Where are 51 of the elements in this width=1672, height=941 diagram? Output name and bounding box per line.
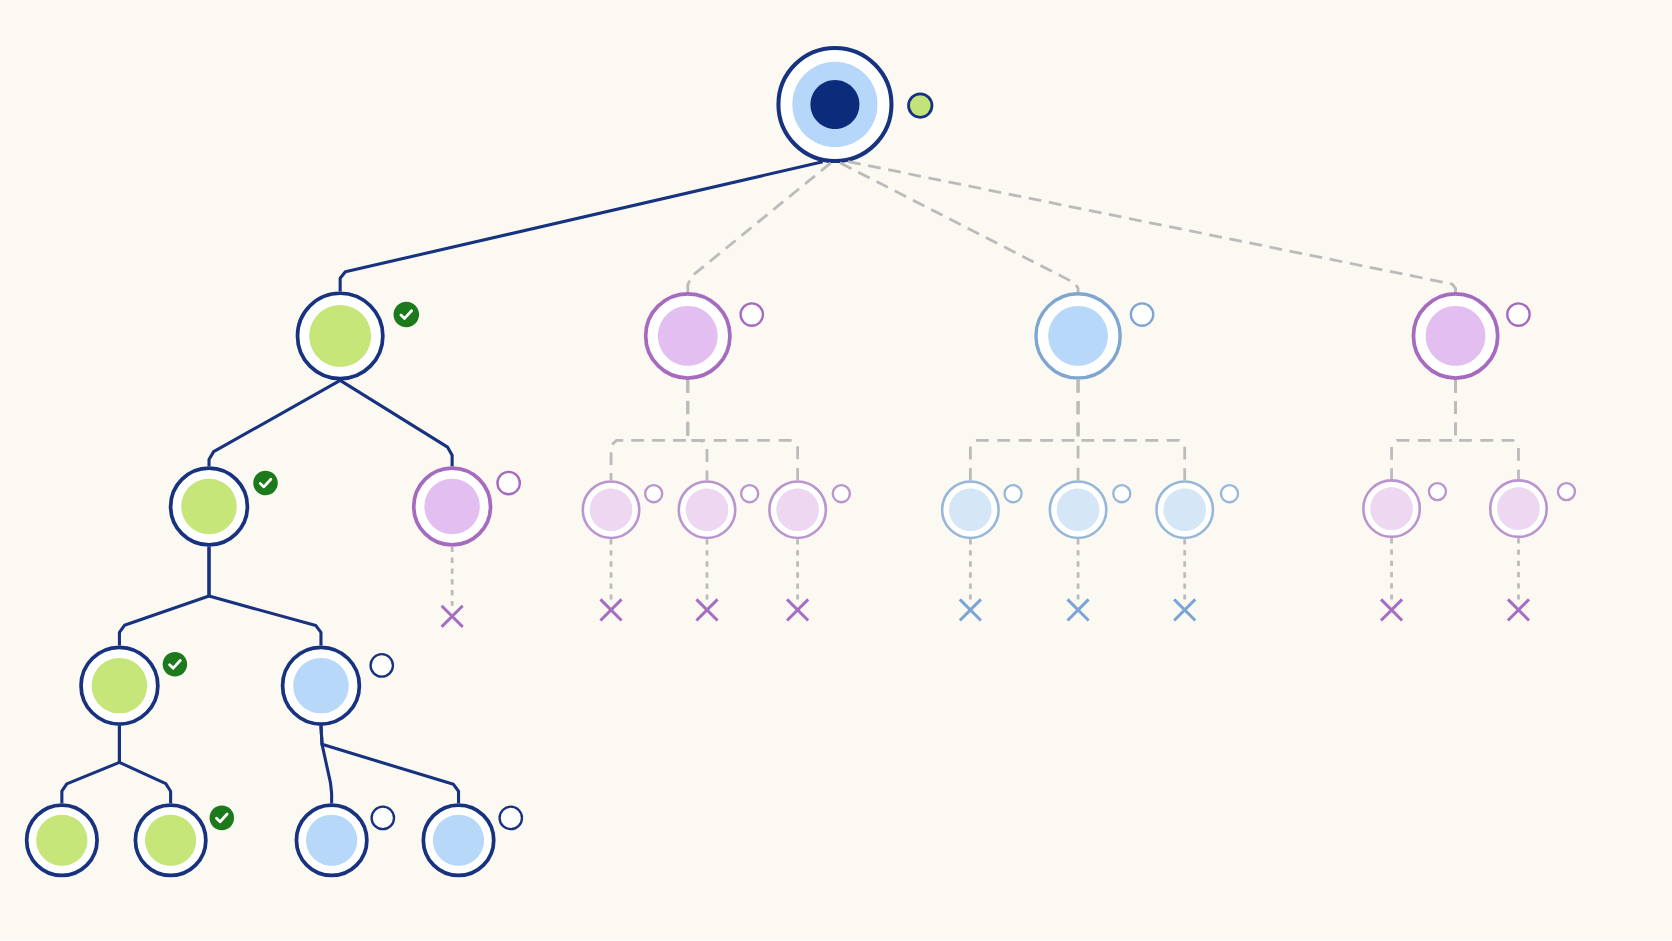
- connector-line: [839, 161, 1080, 293]
- connector-line: [339, 379, 454, 467]
- circle-node: [295, 291, 385, 381]
- circle-node: [168, 466, 250, 547]
- circle-node: [280, 645, 362, 727]
- connector-line: [1454, 380, 1520, 480]
- circle-node: [411, 466, 493, 547]
- circle-node: [294, 803, 369, 878]
- connector-line: [450, 547, 454, 607]
- cross-mark: [1172, 598, 1197, 623]
- cross-mark: [1379, 598, 1404, 623]
- circle-node: [1034, 292, 1122, 380]
- connector-line: [686, 162, 832, 293]
- cross-mark: [1066, 598, 1091, 623]
- circle-node: [768, 480, 828, 540]
- connector-line: [338, 160, 824, 292]
- circle-node: [1362, 479, 1422, 539]
- connector-line: [969, 539, 972, 600]
- connector-line: [319, 726, 461, 804]
- connector-line: [1390, 538, 1393, 600]
- circle-node: [421, 803, 496, 878]
- connector-line: [1183, 539, 1187, 600]
- connector-line: [796, 539, 799, 600]
- circle-node: [1048, 480, 1108, 540]
- circle-node: [79, 645, 160, 727]
- connector-line: [117, 726, 173, 804]
- connector-line: [705, 539, 709, 600]
- connector-line: [686, 380, 799, 481]
- circle-node: [677, 480, 737, 540]
- connector-line: [1076, 539, 1080, 600]
- circle-node: [1411, 292, 1500, 381]
- cross-mark: [440, 604, 465, 629]
- connector-line: [1517, 538, 1520, 600]
- cross-mark: [694, 598, 720, 623]
- circle-node: [940, 480, 1000, 540]
- circle-node: [776, 46, 894, 164]
- connector-line: [1076, 379, 1187, 481]
- connector-line: [847, 160, 1457, 293]
- circle-node: [24, 803, 99, 878]
- circle-node: [133, 803, 208, 878]
- cross-mark: [598, 598, 624, 623]
- connector-line: [207, 379, 341, 467]
- cross-mark: [1506, 598, 1531, 623]
- connector-line: [609, 539, 613, 600]
- cross-mark: [958, 598, 983, 623]
- cross-mark: [785, 598, 810, 623]
- circle-node: [1155, 480, 1215, 540]
- connector-line: [207, 547, 323, 646]
- circle-node: [1488, 479, 1548, 539]
- circle-node: [581, 480, 641, 540]
- circle-node: [643, 292, 732, 381]
